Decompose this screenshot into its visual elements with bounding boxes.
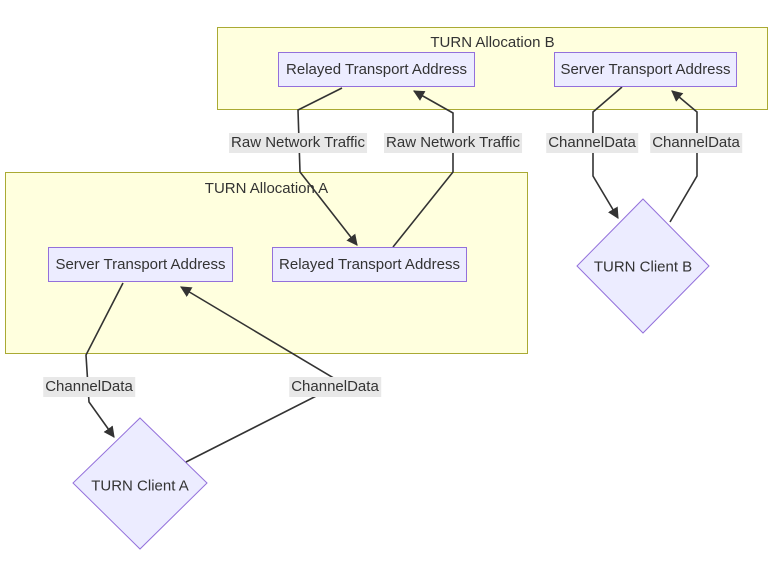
edge-label-raw-network-traffic-1: Raw Network Traffic <box>229 133 367 153</box>
node-turn-client-a-shape <box>72 417 208 550</box>
subgraph-title-b: TURN Allocation B <box>430 34 555 51</box>
subgraph-title-a: TURN Allocation A <box>204 180 329 197</box>
node-turn-client-b-label: TURN Client B <box>593 258 693 276</box>
edge-relayedA-to-relayedB <box>392 90 454 248</box>
edge-label-raw-network-traffic-2: Raw Network Traffic <box>384 133 522 153</box>
node-turn-client-a-label: TURN Client A <box>91 477 189 495</box>
edge-clientA-to-serverA <box>180 286 344 463</box>
edge-label-channeldata-b2: ChannelData <box>650 133 742 153</box>
edge-relayedB-to-relayedA <box>297 87 358 246</box>
edge-label-channeldata-b1: ChannelData <box>546 133 638 153</box>
edge-clientB-to-serverB <box>669 90 698 223</box>
node-relayed-transport-address-a: Relayed Transport Address <box>272 247 467 282</box>
edge-label-channeldata-a2: ChannelData <box>289 377 381 397</box>
edge-serverA-to-clientA <box>85 282 124 438</box>
node-relayed-transport-address-b: Relayed Transport Address <box>278 52 475 87</box>
node-server-transport-address-b: Server Transport Address <box>554 52 737 87</box>
node-turn-client-b-shape <box>576 198 710 334</box>
edge-label-channeldata-a1: ChannelData <box>43 377 135 397</box>
node-server-transport-address-a: Server Transport Address <box>48 247 233 282</box>
